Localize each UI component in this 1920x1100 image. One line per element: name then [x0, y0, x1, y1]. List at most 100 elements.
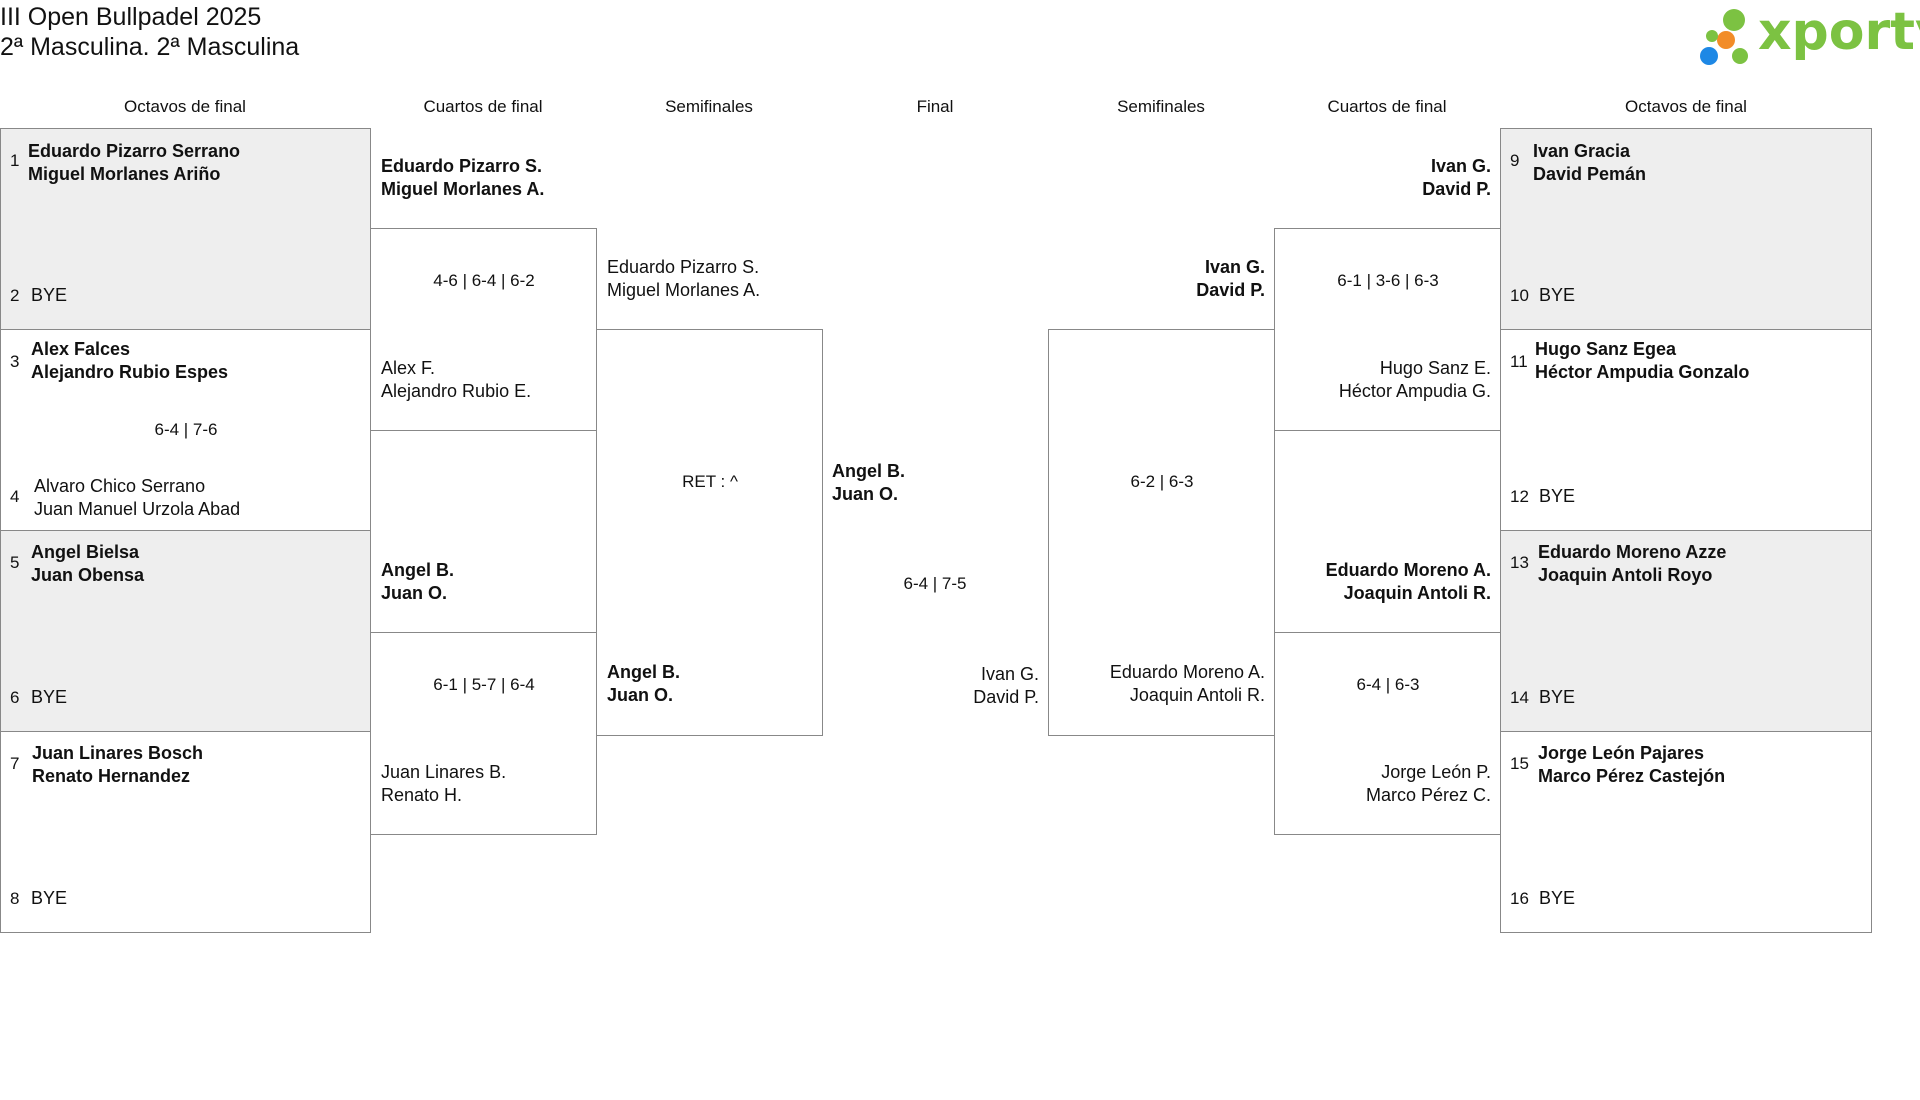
team-13-player-2: Joaquin Antoli Royo: [1538, 565, 1713, 585]
qf-right-match-1: 6-1 | 3-6 | 6-3 Hugo Sanz E. Héctor Ampu…: [1274, 228, 1501, 431]
qf-left-1-bottom-player-1: Alex F.: [381, 358, 436, 378]
seed-15: 15: [1510, 754, 1529, 773]
team-11-player-1: Hugo Sanz Egea: [1535, 339, 1677, 359]
qf-left-2-top-player-2: Juan O.: [381, 583, 448, 603]
final-top-player-2: Juan O.: [832, 484, 899, 504]
qf-left-match-2: 6-1 | 5-7 | 6-4 Juan Linares B. Renato H…: [370, 632, 597, 835]
seed-4: 4: [10, 487, 20, 506]
qf-left-1-score: 4-6 | 6-4 | 6-2: [433, 271, 535, 290]
seed-16: 16: [1510, 889, 1529, 908]
qf-left-1-bottom-player-2: Alejandro Rubio E.: [381, 381, 532, 401]
team-7-player-1: Juan Linares Bosch: [32, 743, 204, 763]
qf-left-1-top-player-1: Eduardo Pizarro S.: [381, 156, 543, 176]
sf-right-bottom-player-2: Joaquin Antoli R.: [1129, 685, 1265, 705]
sf-right-score: 6-2 | 6-3: [1130, 472, 1194, 491]
team-10-bye: BYE: [1539, 285, 1576, 305]
seed-3: 3: [10, 352, 20, 371]
qf-right-1-score: 6-1 | 3-6 | 6-3: [1337, 271, 1439, 290]
sf-left-match: RET : ^ Angel B. Juan O.: [596, 329, 823, 736]
team-1-player-1: Eduardo Pizarro Serrano: [28, 141, 241, 161]
team-16-bye: BYE: [1539, 888, 1576, 908]
seed-6: 6: [10, 688, 20, 707]
qf-right-1-bottom-player-2: Héctor Ampudia G.: [1338, 381, 1491, 401]
team-9-player-2: David Pemán: [1533, 164, 1647, 184]
final-score: 6-4 | 7-5: [903, 574, 967, 593]
title-line-2: 2ª Masculina. 2ª Masculina: [0, 33, 300, 61]
team-5-player-1: Angel Bielsa: [31, 542, 140, 562]
sf-right-top-player-2: David P.: [1196, 280, 1265, 300]
r16-match-8: 15 Jorge León Pajares Marco Pérez Castej…: [1500, 731, 1872, 933]
sf-right-bottom-player-1: Eduardo Moreno A.: [1109, 662, 1265, 682]
seed-1: 1: [10, 151, 20, 170]
round-header-final: Final: [916, 97, 954, 116]
team-11-player-2: Héctor Ampudia Gonzalo: [1535, 362, 1750, 382]
sf-right-match: 6-2 | 6-3 Eduardo Moreno A. Joaquin Anto…: [1048, 329, 1275, 736]
team-15-player-2: Marco Pérez Castejón: [1538, 766, 1726, 786]
qf-right-1-top-player-1: Ivan G.: [1430, 156, 1491, 176]
r16-match-4: 7 Juan Linares Bosch Renato Hernandez 8 …: [0, 731, 371, 933]
logo-dots-icon: [1700, 9, 1748, 65]
seed-2: 2: [10, 286, 20, 305]
qf-left-1-top-player-2: Miguel Morlanes A.: [381, 179, 545, 199]
round-header-sf-right: Semifinales: [1117, 97, 1205, 116]
seed-11: 11: [1510, 352, 1528, 371]
xporty-logo: xporty: [1696, 2, 1920, 68]
final-bottom-player-1: Ivan G.: [980, 664, 1039, 684]
sf-right-top-player-1: Ivan G.: [1204, 257, 1265, 277]
team-7-player-2: Renato Hernandez: [32, 766, 191, 786]
seed-13: 13: [1510, 553, 1529, 572]
seed-10: 10: [1510, 286, 1529, 305]
team-3-player-2: Alejandro Rubio Espes: [31, 362, 229, 382]
seed-5: 5: [10, 553, 20, 572]
qf-right-1-top-player-2: David P.: [1422, 179, 1491, 199]
team-5-player-2: Juan Obensa: [31, 565, 145, 585]
qf-right-2-top-player-1: Eduardo Moreno A.: [1325, 560, 1491, 580]
qf-left-2-bottom-player-1: Juan Linares B.: [381, 762, 507, 782]
final-bottom-player-2: David P.: [973, 687, 1039, 707]
r16-match-2-score: 6-4 | 7-6: [154, 420, 218, 439]
team-1-player-2: Miguel Morlanes Ariño: [28, 164, 221, 184]
round-header-qf-left: Cuartos de final: [423, 97, 543, 116]
team-2-bye: BYE: [31, 285, 68, 305]
team-8-bye: BYE: [31, 888, 68, 908]
team-14-bye: BYE: [1539, 687, 1576, 707]
final-top-player-1: Angel B.: [832, 461, 906, 481]
r16-match-7: 13 Eduardo Moreno Azze Joaquin Antoli Ro…: [1500, 530, 1872, 732]
seed-14: 14: [1510, 688, 1529, 707]
team-4-player-1: Alvaro Chico Serrano: [34, 476, 206, 496]
title-line-1: III Open Bullpadel 2025: [0, 3, 262, 31]
r16-match-2: 3 Alex Falces Alejandro Rubio Espes 6-4 …: [0, 329, 371, 531]
qf-right-2-top-player-2: Joaquin Antoli R.: [1343, 583, 1491, 603]
seed-8: 8: [10, 889, 20, 908]
r16-match-1: 1 Eduardo Pizarro Serrano Miguel Morlane…: [0, 128, 371, 330]
team-13-player-1: Eduardo Moreno Azze: [1538, 542, 1727, 562]
r16-match-3: 5 Angel Bielsa Juan Obensa 6 BYE: [0, 530, 371, 732]
round-header-r16-right: Octavos de final: [1625, 97, 1747, 116]
qf-right-2-bottom-player-2: Marco Pérez C.: [1365, 785, 1491, 805]
round-header-qf-right: Cuartos de final: [1327, 97, 1447, 116]
sf-left-score: RET : ^: [682, 472, 738, 491]
qf-right-match-2: 6-4 | 6-3 Jorge León P. Marco Pérez C.: [1274, 632, 1501, 835]
team-15-player-1: Jorge León Pajares: [1538, 743, 1705, 763]
team-4-player-2: Juan Manuel Urzola Abad: [34, 499, 241, 519]
seed-7: 7: [10, 754, 20, 773]
qf-left-match-1: 4-6 | 6-4 | 6-2 Alex F. Alejandro Rubio …: [370, 228, 597, 431]
logo-text: xporty: [1758, 2, 1920, 62]
qf-left-2-bottom-player-2: Renato H.: [381, 785, 463, 805]
round-header-r16-left: Octavos de final: [124, 97, 246, 116]
qf-right-1-bottom-player-1: Hugo Sanz E.: [1379, 358, 1491, 378]
seed-12: 12: [1510, 487, 1529, 506]
team-12-bye: BYE: [1539, 486, 1576, 506]
team-3-player-1: Alex Falces: [31, 339, 131, 359]
sf-left-bottom-player-2: Juan O.: [607, 685, 674, 705]
sf-left-bottom-player-1: Angel B.: [607, 662, 681, 682]
qf-left-2-score: 6-1 | 5-7 | 6-4: [433, 675, 535, 694]
sf-left-top-player-2: Miguel Morlanes A.: [607, 280, 761, 300]
qf-right-2-score: 6-4 | 6-3: [1356, 675, 1420, 694]
team-9-player-1: Ivan Gracia: [1533, 141, 1631, 161]
r16-match-6: 11 Hugo Sanz Egea Héctor Ampudia Gonzalo…: [1500, 329, 1872, 531]
qf-left-2-top-player-1: Angel B.: [381, 560, 455, 580]
seed-9: 9: [1510, 151, 1520, 170]
r16-match-5: 9 Ivan Gracia David Pemán 10 BYE: [1500, 128, 1872, 330]
round-header-sf-left: Semifinales: [665, 97, 753, 116]
